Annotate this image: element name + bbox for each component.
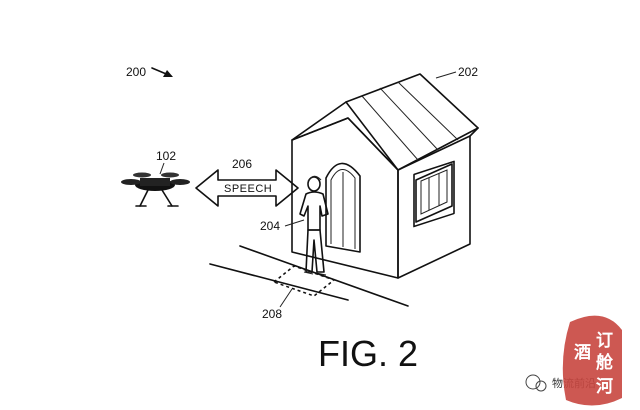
ref-208-label: 208 [262,307,282,321]
delivery-area [272,265,336,297]
ref-204-leader [284,219,305,227]
drone [121,172,190,207]
seal-stamp: 订 舱 酒 河 [562,315,622,406]
speech-arrow [195,169,299,207]
ref-102-label: 102 [156,149,176,163]
wechat-icon [525,374,541,390]
road [209,245,409,307]
ref-206-label: 206 [232,157,252,171]
ref-202-leader [435,71,457,79]
house [291,73,479,279]
seal-char-4: 河 [596,377,613,397]
seal-char-2: 舱 [596,352,614,373]
ref-200-arrow [151,67,173,77]
ref-200-label: 200 [126,65,146,79]
speech-label: SPEECH [224,183,272,195]
seal-char-1: 订 [596,331,613,351]
person [299,175,329,276]
seal-char-3: 酒 [574,342,591,363]
ref-204-label: 204 [260,219,280,233]
ref-208-leader [279,288,293,308]
ref-102-leader [159,162,165,175]
figure-title: FIG. 2 [318,333,418,374]
ref-202-label: 202 [458,65,478,79]
